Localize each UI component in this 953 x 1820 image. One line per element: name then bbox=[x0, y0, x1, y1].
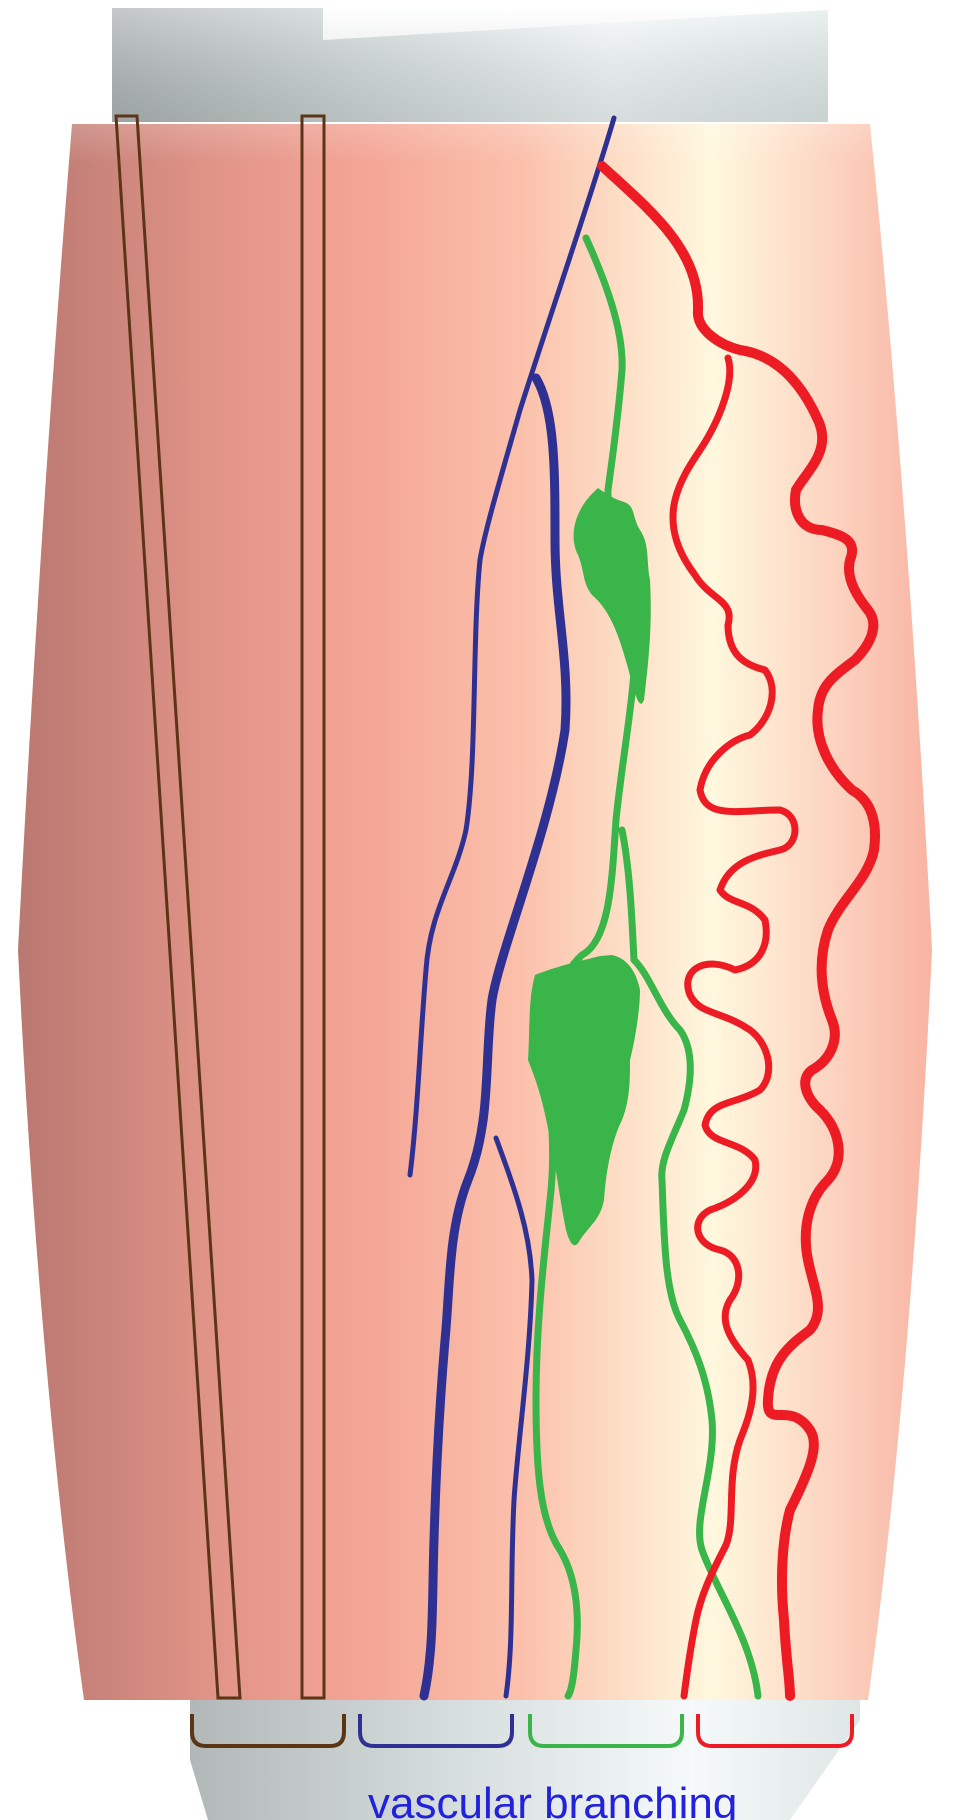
tissue-top-band bbox=[68, 124, 874, 164]
tissue-shape bbox=[18, 124, 932, 1700]
top-cap-shade bbox=[112, 8, 828, 122]
caption-label: vascular branching bbox=[368, 1779, 737, 1820]
tissue-body bbox=[18, 124, 932, 1700]
top-cap bbox=[112, 8, 828, 122]
